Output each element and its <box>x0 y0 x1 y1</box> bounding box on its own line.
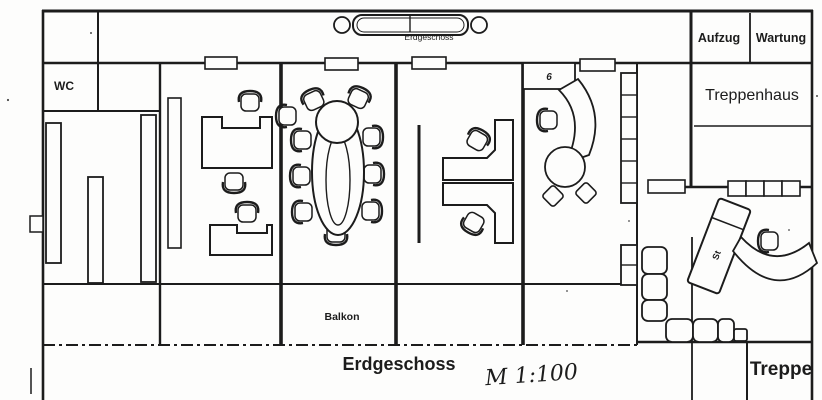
chair-icon <box>234 200 260 224</box>
sideboard <box>522 62 576 90</box>
sofa-end <box>733 328 748 342</box>
shelf-cell <box>781 180 801 197</box>
shelf-row <box>727 180 801 197</box>
bench-stool-left <box>333 16 351 34</box>
scale-note: M 1:100 <box>483 360 578 391</box>
treppe-label: Treppe <box>750 359 812 380</box>
top-floor-label: Erdgeschoss <box>404 32 453 42</box>
chair-icon <box>362 161 386 187</box>
sofa-cell <box>641 246 668 275</box>
room5-office <box>522 62 597 207</box>
sofa-cell <box>641 299 668 322</box>
wc-label: WC <box>54 79 74 93</box>
cabinet <box>167 97 182 249</box>
chair-icon <box>756 228 780 254</box>
room2-office <box>167 89 273 256</box>
cabinet <box>45 122 62 264</box>
sofa-cell <box>717 318 735 343</box>
treppenhaus-label: Treppenhaus <box>705 87 799 104</box>
balkon-label: Balkon <box>324 311 359 323</box>
cabinet <box>87 176 104 284</box>
round-table-end <box>315 100 359 144</box>
scan-noise <box>6 32 818 292</box>
chair-icon <box>542 185 564 207</box>
round-table <box>544 146 586 188</box>
door-room2 <box>204 56 238 70</box>
bench-stool-right <box>470 16 488 34</box>
shelf-dividers <box>621 94 637 184</box>
curved-desk <box>731 235 819 282</box>
desk <box>442 119 514 181</box>
shelf-cell <box>745 180 765 197</box>
desk-tag-label: St <box>710 249 723 261</box>
room1-storage <box>45 114 157 284</box>
room4-office <box>417 119 514 244</box>
sofa-cell <box>692 318 719 343</box>
chair-icon <box>535 107 559 133</box>
door-room3 <box>324 57 359 71</box>
shelf-cell <box>763 180 783 197</box>
curved-desk <box>557 77 597 165</box>
room3-conference <box>274 82 386 247</box>
chair-icon <box>274 103 298 129</box>
sofa-l <box>641 246 748 343</box>
door-openings <box>204 56 686 194</box>
door-room5 <box>579 58 616 72</box>
floor-title: Erdgeschoss <box>342 354 455 374</box>
sofa-cell <box>641 273 668 301</box>
door-room4 <box>411 56 447 70</box>
desk <box>442 182 514 244</box>
chair-icon <box>361 124 385 150</box>
wartung-label: Wartung <box>756 31 806 45</box>
room-tag-label: 6 <box>546 72 552 83</box>
chair-icon <box>360 198 384 224</box>
chair-icon <box>288 163 312 189</box>
desk <box>201 116 273 169</box>
chair-icon <box>237 89 263 113</box>
aufzug-label: Aufzug <box>698 31 740 45</box>
cabinet <box>140 114 157 283</box>
door-hall <box>647 179 686 194</box>
chair-icon <box>462 123 494 155</box>
shelf-cell <box>727 180 747 197</box>
corridor-bench <box>333 14 488 36</box>
hall <box>620 72 748 343</box>
lounge: St <box>686 180 819 295</box>
left-wall-door-stub <box>29 215 44 233</box>
shelf-column <box>620 72 638 204</box>
desk <box>209 224 273 256</box>
chair-icon <box>290 199 314 225</box>
chair-icon <box>457 208 489 240</box>
sofa-cell <box>665 318 694 343</box>
chair-icon <box>289 127 313 153</box>
chair-icon <box>221 171 247 195</box>
chair-icon <box>575 182 597 204</box>
